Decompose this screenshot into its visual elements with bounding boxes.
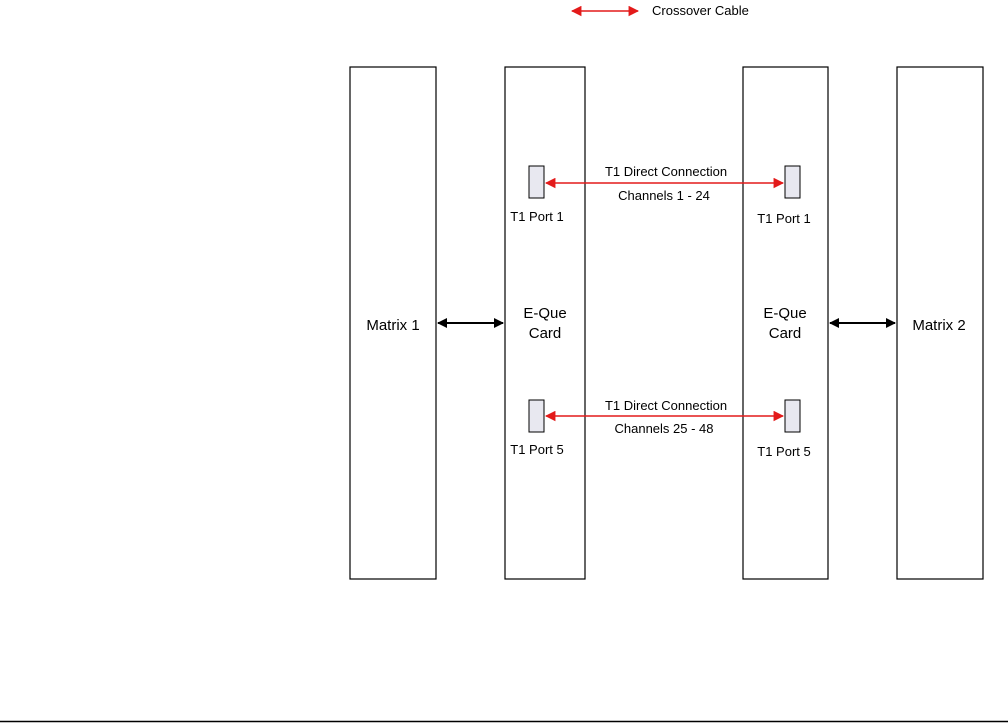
left-t1-port-5 xyxy=(528,399,545,433)
left-port-1-label: T1 Port 1 xyxy=(510,209,563,224)
legend: Crossover Cable xyxy=(570,3,749,18)
right-port-1-label: T1 Port 1 xyxy=(757,211,810,226)
right-port-5-label: T1 Port 5 xyxy=(757,444,810,459)
card-right-label-line2: Card xyxy=(769,325,802,342)
connection-1-channels: Channels 1 - 24 xyxy=(618,188,710,203)
connection-2-channels: Channels 25 - 48 xyxy=(614,421,713,436)
matrix-2-box xyxy=(896,66,984,580)
left-t1-port-1 xyxy=(528,165,545,199)
connection-port-1: T1 Direct Connection Channels 1 - 24 T1 … xyxy=(510,164,810,226)
connection-2-title: T1 Direct Connection xyxy=(605,398,727,413)
card-left-label-line1: E-Que xyxy=(523,305,566,322)
eque-card-right-box xyxy=(742,66,829,580)
card-left-label-line2: Card xyxy=(529,325,562,342)
connection-port-5: T1 Direct Connection Channels 25 - 48 T1… xyxy=(510,398,810,459)
eque-card-left-box xyxy=(504,66,586,580)
left-port-5-label: T1 Port 5 xyxy=(510,442,563,457)
card-right-label-line1: E-Que xyxy=(763,305,806,322)
right-t1-port-1 xyxy=(784,165,801,199)
legend-label: Crossover Cable xyxy=(652,3,749,18)
connection-1-title: T1 Direct Connection xyxy=(605,164,727,179)
matrix-1-label: Matrix 1 xyxy=(366,317,419,334)
matrix-2-label: Matrix 2 xyxy=(912,317,965,334)
right-t1-port-5 xyxy=(784,399,801,433)
matrix-1-box xyxy=(349,66,437,580)
